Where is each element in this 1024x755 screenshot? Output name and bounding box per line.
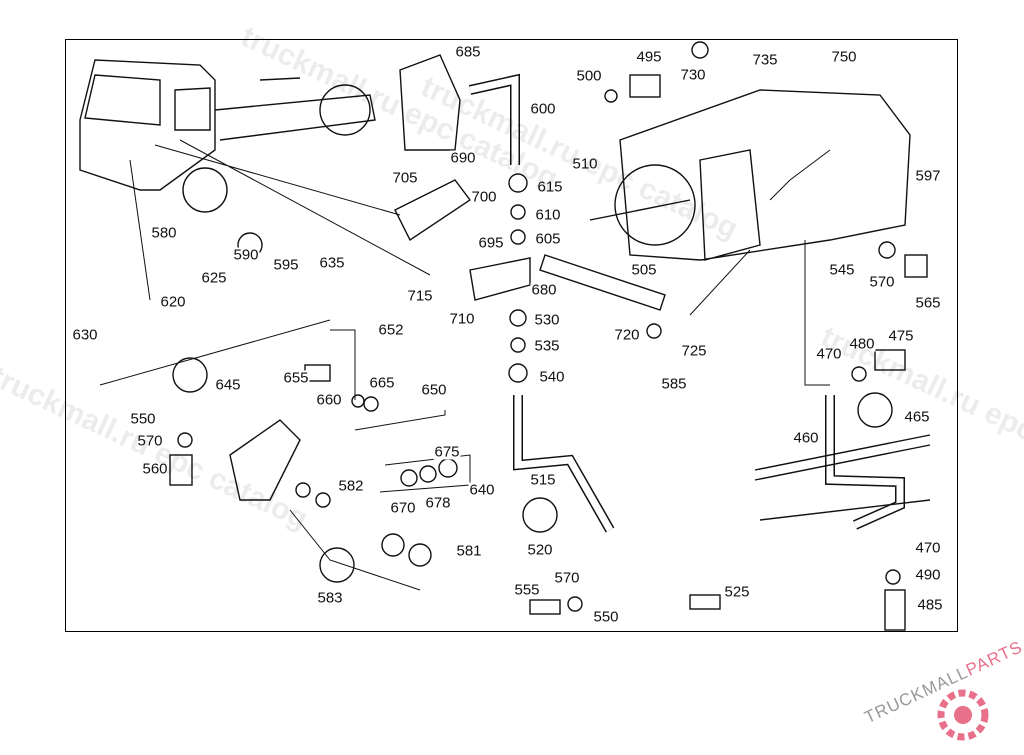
part-label: 615: [536, 178, 564, 196]
part-label: 640: [468, 481, 496, 499]
part-label: 500: [575, 67, 603, 85]
part-label: 505: [630, 261, 658, 279]
frame-rail: [754, 434, 931, 521]
part-label: 570: [136, 432, 164, 450]
part-label: 700: [470, 188, 498, 206]
part-label: 585: [660, 375, 688, 393]
part-label: 570: [553, 569, 581, 587]
part-label: 570: [868, 273, 896, 291]
gearbox: [589, 89, 911, 261]
part-label: 590: [232, 246, 260, 264]
part-label: 665: [368, 374, 396, 392]
bolt-parts: [169, 74, 928, 631]
truck-chassis: [214, 77, 376, 141]
part-label: 735: [751, 51, 779, 69]
part-label: 597: [914, 167, 942, 185]
part-label: 485: [916, 596, 944, 614]
part-label: 581: [455, 542, 483, 560]
part-label: 750: [830, 48, 858, 66]
part-label: 470: [914, 539, 942, 557]
part-label: 480: [848, 335, 876, 353]
part-label: 690: [449, 149, 477, 167]
part-label: 465: [903, 408, 931, 426]
wrench-icons: [172, 357, 893, 583]
leader-lines: [99, 139, 831, 591]
part-label: 460: [792, 429, 820, 447]
pipe-600-inner: [469, 75, 519, 165]
part-label: 630: [71, 326, 99, 344]
part-label: 550: [129, 410, 157, 428]
part-label: 565: [914, 294, 942, 312]
part-label: 470: [815, 345, 843, 363]
part-label: 583: [316, 589, 344, 607]
truckmallparts-logo: TRUCKMALLPARTS: [858, 637, 1024, 750]
part-label: 660: [315, 391, 343, 409]
truck-wheel: [182, 167, 228, 213]
part-label: 580: [150, 224, 178, 242]
part-label: 582: [337, 477, 365, 495]
diagram-frame: [65, 39, 958, 632]
part-label: 540: [538, 368, 566, 386]
part-label: 675: [433, 443, 461, 461]
part-label: 650: [420, 381, 448, 399]
part-label: 715: [406, 287, 434, 305]
bracket-685: [399, 54, 461, 151]
part-label: 645: [214, 376, 242, 394]
part-label: 678: [424, 494, 452, 512]
pipe-515-inner: [514, 395, 614, 532]
part-label: 510: [571, 155, 599, 173]
valve-body: [229, 419, 301, 501]
part-label: 490: [914, 566, 942, 584]
part-label: 605: [534, 230, 562, 248]
distributor-block: [394, 179, 531, 301]
part-label: 635: [318, 254, 346, 272]
part-label: 475: [887, 327, 915, 345]
pipe-460: [825, 395, 905, 530]
part-label: 535: [533, 337, 561, 355]
part-label: 595: [272, 256, 300, 274]
part-label: 520: [526, 541, 554, 559]
truck-cab: [79, 59, 216, 191]
gearbox-flange: [614, 164, 696, 246]
part-label: 625: [200, 269, 228, 287]
strip-505: [539, 254, 666, 311]
part-label: 720: [613, 326, 641, 344]
part-label: 530: [533, 311, 561, 329]
part-label: 652: [377, 321, 405, 339]
pipe-460-inner: [826, 395, 904, 529]
part-label: 620: [159, 293, 187, 311]
part-label: 610: [534, 206, 562, 224]
part-label: 725: [680, 342, 708, 360]
part-label: 560: [141, 460, 169, 478]
part-label: 705: [391, 169, 419, 187]
part-label: 685: [454, 43, 482, 61]
part-label: 525: [723, 583, 751, 601]
part-label: 515: [529, 471, 557, 489]
gear-logo-icon: [937, 689, 989, 741]
part-label: 600: [529, 100, 557, 118]
part-label: 680: [530, 281, 558, 299]
part-label: 695: [477, 234, 505, 252]
part-label: 655: [282, 369, 310, 387]
part-label: 730: [679, 66, 707, 84]
part-label: 555: [513, 581, 541, 599]
part-label: 710: [448, 310, 476, 328]
part-label: 550: [592, 608, 620, 626]
part-label: 495: [635, 48, 663, 66]
part-label: 545: [828, 261, 856, 279]
part-label: 670: [389, 499, 417, 517]
